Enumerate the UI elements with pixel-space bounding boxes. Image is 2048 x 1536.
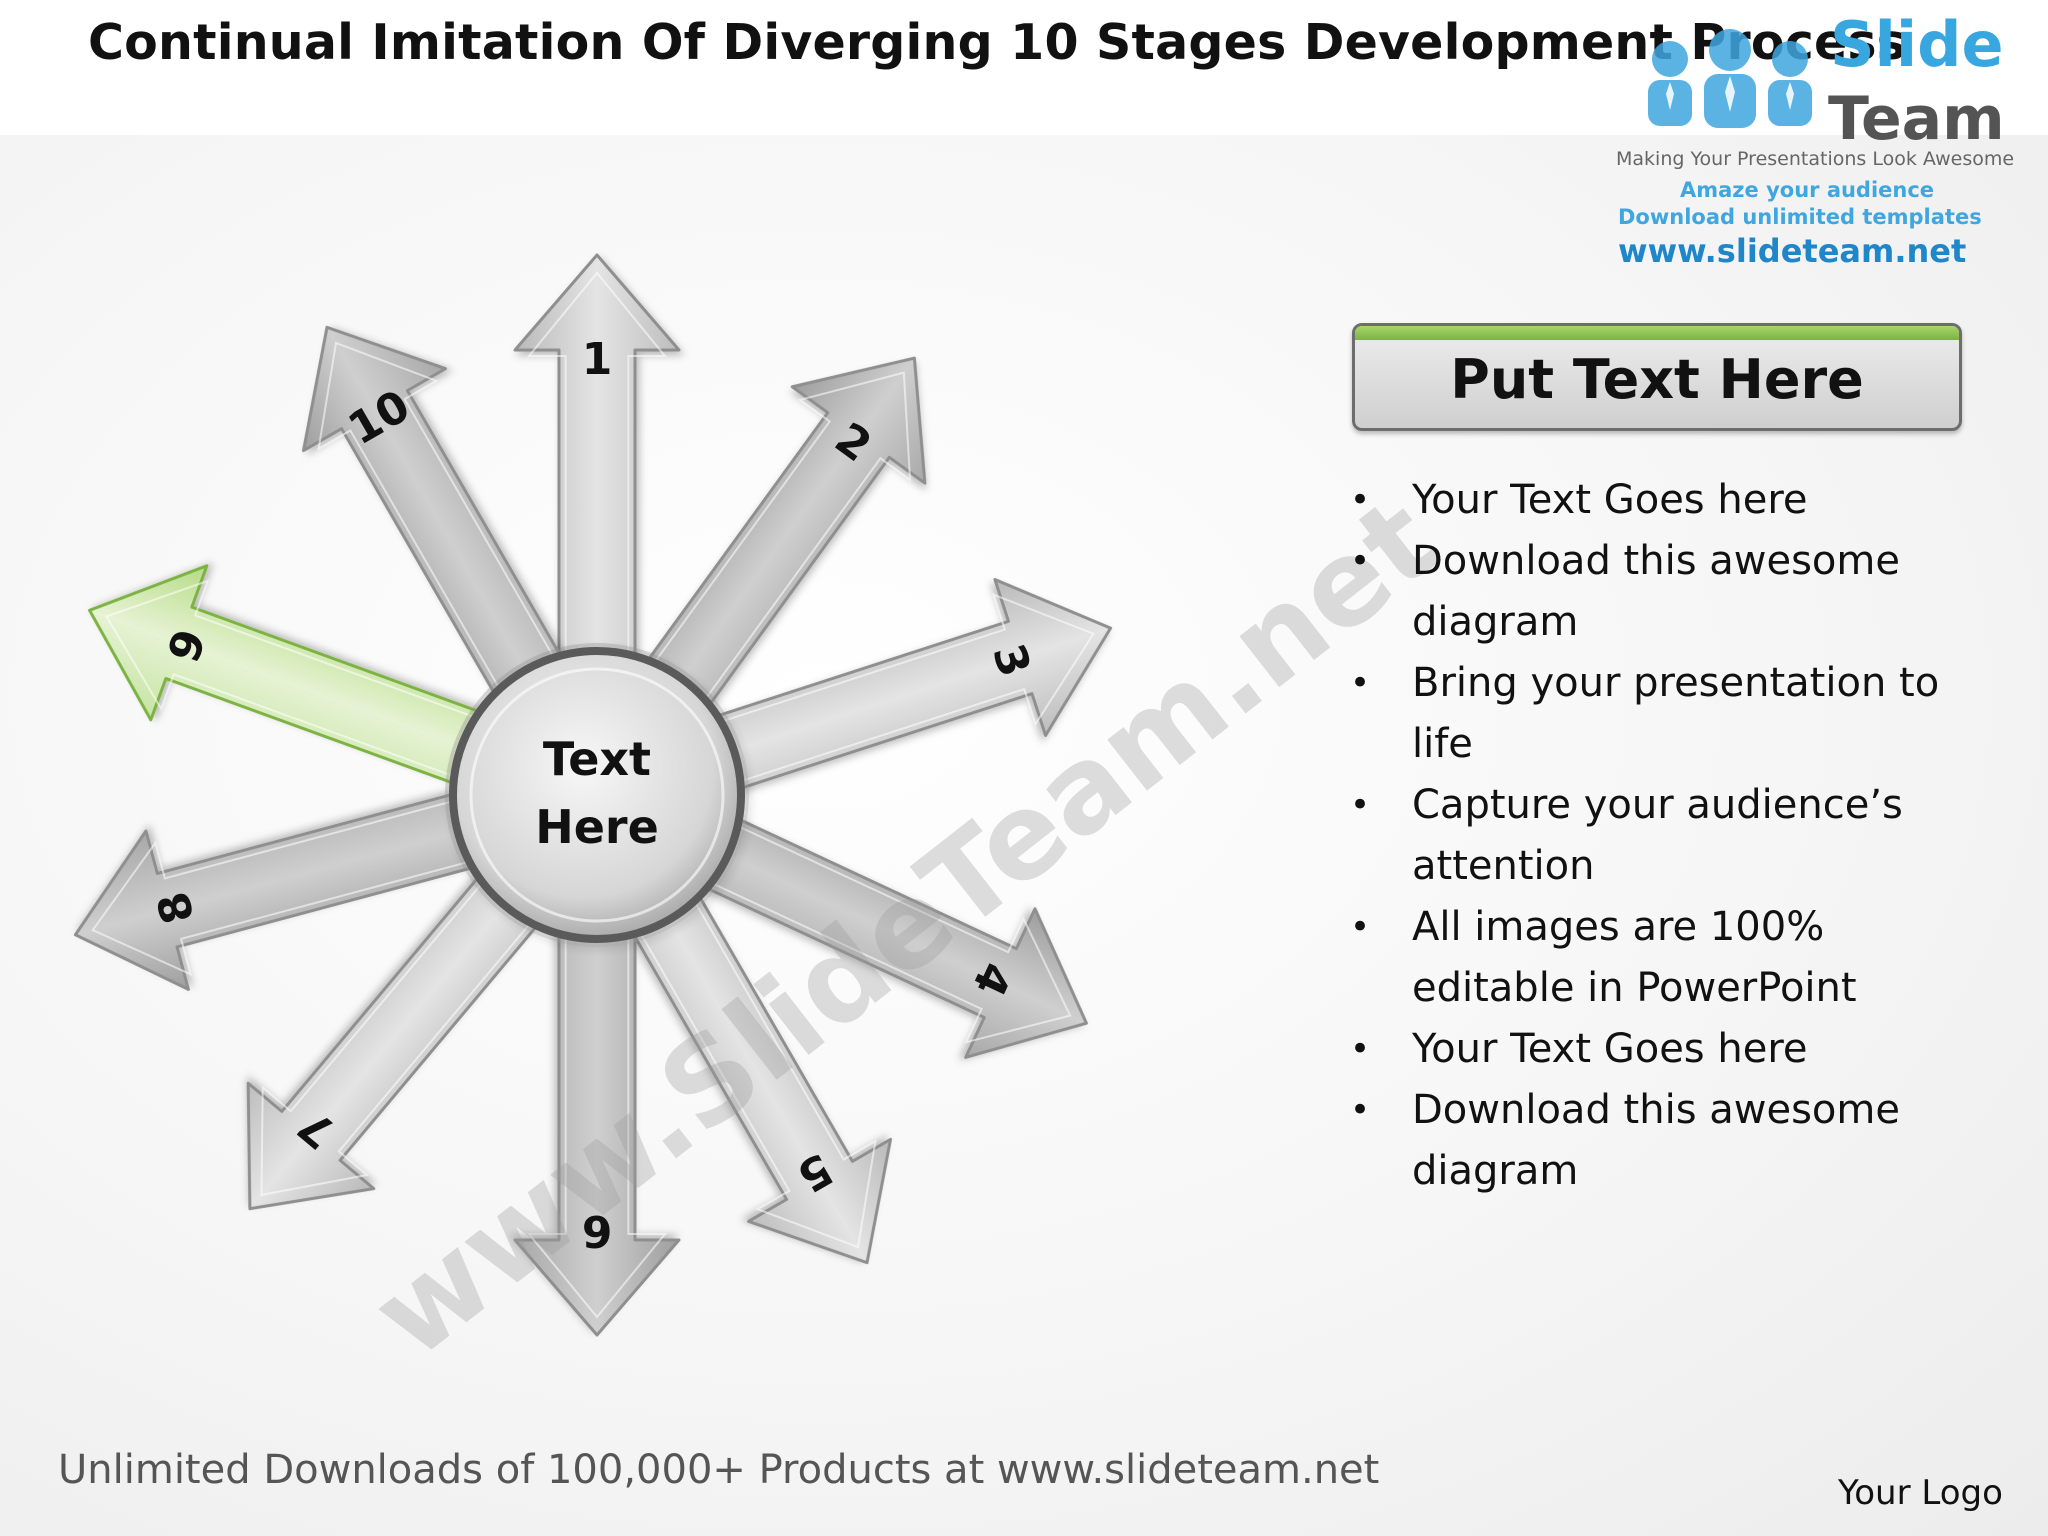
stage-arrow-shape [617,356,927,747]
stage-arrow-9: 9 [88,564,527,802]
stage-arrow-4: 4 [661,797,1088,1059]
bullet-text: Your Text Goes here [1412,1026,1808,1072]
stage-arrow-shape [88,564,527,802]
bullet-text: Bring your presentation to life [1412,660,1940,767]
bullet-item: • Download this awesome diagram [1350,1080,1990,1202]
stage-arrow-8: 8 [73,780,522,991]
logo-line-download: Download unlimited templates [1618,205,1982,229]
stage-arrow-2: 2 [617,356,927,747]
logo-word-team: Team [1828,84,2005,154]
stage-number-label: 1 [582,334,613,385]
bullet-dot-icon: • [1350,1090,1371,1130]
bullet-dot-icon: • [1350,907,1371,947]
stage-number-label: 6 [582,1205,613,1256]
bullet-text: Download this awesome diagram [1412,538,1900,645]
bullet-item: • Capture your audience’s attention [1350,775,1990,897]
stage-arrow-shape [513,253,681,707]
bullet-dot-icon: • [1350,785,1371,825]
stage-arrow-shape [301,325,587,738]
bullet-dot-icon: • [1350,1029,1371,1069]
stage-arrow-7: 7 [246,838,570,1211]
logo-tagline: Making Your Presentations Look Awesome [1616,148,2015,170]
bullet-dot-icon: • [1350,663,1371,703]
panel-heading-accent-bar [1355,326,1959,340]
bullet-list: • Your Text Goes here • Download this awes… [1350,470,1990,1202]
bullet-item: • Bring your presentation to life [1350,653,1990,775]
center-label-line1: Text [543,732,651,786]
slideteam-logo: Slide Team Making Your Presentations Loo… [1600,8,2040,270]
bullet-text: Your Text Goes here [1412,477,1808,523]
bullet-dot-icon: • [1350,480,1371,520]
stage-arrow-6: 6 [513,883,681,1337]
stage-arrow-shape [661,797,1088,1059]
panel-heading: Put Text Here [1450,348,1864,411]
stage-arrow-5: 5 [607,852,893,1265]
bullet-item: • Your Text Goes here [1350,470,1990,531]
logo-word-slide: Slide [1830,8,2004,81]
your-logo-placeholder: Your Logo [1838,1473,2003,1513]
slide-title: Continual Imitation Of Diverging 10 Stag… [88,14,1907,71]
logo-url-link[interactable]: www.slideteam.net [1618,232,1967,270]
footer-text: Unlimited Downloads of 100,000+ Products… [58,1447,1380,1493]
bullet-item: • Download this awesome diagram [1350,531,1990,653]
bullet-text: Capture your audience’s attention [1412,782,1903,889]
stage-arrow-shape [513,883,681,1337]
bullet-item: • Your Text Goes here [1350,1019,1990,1080]
stage-arrow-10: 10 [301,325,587,738]
stage-arrow-shape [607,852,893,1265]
center-label-line2: Here [535,800,659,854]
bullet-text: Download this awesome diagram [1412,1087,1900,1194]
stage-arrow-shape [669,578,1113,805]
logo-line-amaze: Amaze your audience [1680,178,1935,202]
stage-arrow-shape [246,838,570,1211]
bullet-dot-icon: • [1350,541,1371,581]
panel-heading-box: Put Text Here [1352,323,1962,431]
people-icon [1648,29,1812,128]
center-hub: Text Here [445,643,749,947]
bullet-text: All images are 100% editable in PowerPoi… [1412,904,1857,1011]
bullet-item: • All images are 100% editable in PowerPo… [1350,897,1990,1019]
